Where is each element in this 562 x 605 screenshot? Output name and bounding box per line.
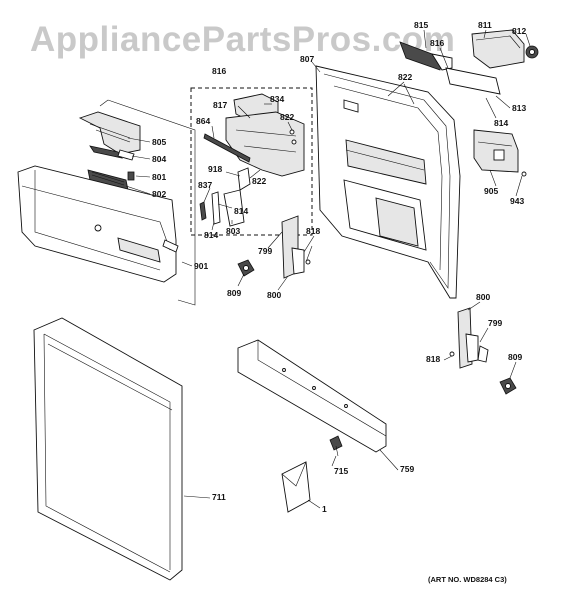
label-815: 815 [414,20,428,30]
label-817: 817 [213,100,227,110]
label-816: 816 [212,66,226,76]
inner-door-group [315,65,461,299]
label-801: 801 [152,172,166,182]
label-812: 812 [512,26,526,36]
hinge-right-group [449,307,517,395]
art-number: (ART NO. WD8284 C3) [428,575,507,584]
label-816-b: 816 [430,38,444,48]
label-822-a: 822 [280,112,294,122]
label-711: 711 [212,492,226,502]
leader-lines [125,29,531,509]
label-802: 802 [152,189,166,199]
label-814-c: 814 [494,118,508,128]
label-715: 715 [334,466,348,476]
label-822-b: 822 [252,176,266,186]
label-809-a: 809 [227,288,241,298]
label-818-a: 818 [306,226,320,236]
hinge-left-group [237,215,311,279]
label-803: 803 [226,226,240,236]
toe-kick-group [237,339,387,457]
literature-icon [281,461,311,513]
label-943: 943 [510,196,524,206]
label-837: 837 [198,180,212,190]
label-807: 807 [300,54,314,64]
label-901: 901 [194,261,208,271]
label-809-b: 809 [508,352,522,362]
label-1: 1 [322,504,327,514]
label-759: 759 [400,464,414,474]
label-813: 813 [512,103,526,113]
label-918: 918 [208,164,222,174]
label-818-b: 818 [426,354,440,364]
top-right-parts [399,29,539,177]
label-805: 805 [152,137,166,147]
label-814-a: 814 [234,206,248,216]
label-822-c: 822 [398,72,412,82]
label-800-b: 800 [476,292,490,302]
outer-door-panel [33,317,183,581]
label-834: 834 [270,94,284,104]
subassembly-816-box [190,87,313,236]
label-814-b: 814 [204,230,218,240]
label-799-b: 799 [488,318,502,328]
label-800-a: 800 [267,290,281,300]
label-811: 811 [478,20,492,30]
part-labels: 805 804 801 802 901 816 817 834 864 822 … [152,20,526,514]
label-799-a: 799 [258,246,272,256]
control-panel-group [17,99,196,306]
label-905: 905 [484,186,498,196]
label-864: 864 [196,116,210,126]
label-804: 804 [152,154,166,164]
watermark-text: AppliancePartsPros.com [30,20,455,59]
